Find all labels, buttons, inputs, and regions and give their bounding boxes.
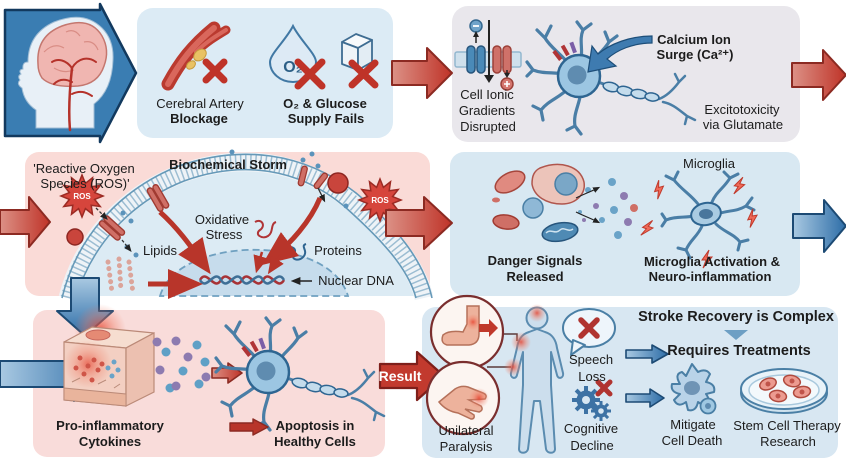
oxidative-label: Oxidative (194, 212, 250, 227)
mitigate-cell-icon (670, 363, 717, 415)
cytokines-label: Cytokines (78, 434, 142, 449)
decline-label: Decline (570, 438, 614, 453)
released-label: Released (506, 269, 564, 284)
loss-label: Loss (578, 369, 606, 384)
x-mark-icon (202, 58, 228, 84)
svg-text:ROS: ROS (73, 192, 91, 201)
red-arrow-right (385, 196, 453, 250)
cytokine-particles (152, 336, 211, 393)
speech-label: Speech (568, 352, 614, 367)
gradients-label: Gradients (458, 103, 516, 118)
body-figure-icon (504, 304, 565, 454)
petri-dish-icon (740, 368, 828, 414)
microglia-icon (639, 170, 760, 269)
paralysis-foot-inset (429, 294, 505, 370)
blue-arrow-right (625, 388, 665, 408)
red-arrow-right (0, 196, 51, 248)
calcium-surge-arrow (587, 35, 653, 73)
red-arrow-right (229, 418, 269, 436)
damaged-lipid-icon (254, 220, 277, 239)
cognitive-label: Cognitive (563, 421, 619, 436)
lipid-chains-icon (105, 256, 136, 296)
glucose-cube-icon (341, 33, 373, 71)
dna-helix-icon (198, 275, 286, 285)
ion-channels-icon (454, 19, 522, 91)
danger-signals-label: Danger Signals (487, 253, 583, 268)
released-particles (608, 178, 638, 239)
ros-title-label: Species (ROS)' (40, 176, 130, 191)
research-label: Research (760, 434, 816, 449)
nuclear-dna-label: Nuclear DNA (318, 273, 394, 288)
stroke-recovery-title: Stroke Recovery is Complex (638, 309, 834, 325)
calcium-surge-label: Surge (Ca²⁺) (656, 47, 734, 62)
speech-loss-icon (562, 308, 616, 356)
red-arrow-right (391, 47, 453, 99)
cell-membrane-illustration: ROS ROS (58, 149, 434, 301)
microglia-label: Microglia (682, 156, 736, 171)
artery-blockage-icon (161, 21, 231, 91)
lipids-label: Lipids (143, 243, 177, 258)
supply-fails-label: Supply Fails (287, 111, 365, 126)
stem-cell-therapy-label: Stem Cell Therapy (733, 418, 841, 433)
cell-death-label: Cell Death (661, 433, 723, 448)
danger-signals-icon (492, 163, 605, 243)
x-mark-icon (348, 59, 379, 89)
proinflammatory-label: Pro-inflammatory (56, 418, 164, 433)
proteins-label: Proteins (314, 243, 362, 258)
requires-treatments-label: Requires Treatments (667, 343, 811, 359)
microglia-activation-label: Microglia Activation & (643, 254, 781, 269)
biochemical-storm-label: Biochemical Storm (169, 157, 287, 172)
stress-label: Stress (205, 227, 243, 242)
o2-glucose-label: O₂ & Glucose (283, 96, 367, 111)
healthy-cells-label: Healthy Cells (274, 434, 356, 449)
x-mark-icon (294, 58, 326, 90)
unilateral-label: Unilateral (438, 423, 494, 438)
mitigate-label: Mitigate (670, 417, 716, 432)
chevron-down-icon (724, 330, 748, 340)
apoptosis-label: Apoptosis in (275, 418, 355, 433)
blockage-label: Blockage (170, 111, 228, 126)
red-arrow-right (791, 49, 846, 101)
calcium-ion-label: Calcium Ion (657, 32, 731, 47)
inflamed-tissue-icon (63, 304, 155, 407)
head-brain-arrow-icon (3, 2, 138, 144)
excitotoxicity-label: Excitotoxicity (704, 102, 780, 117)
ros-title-label: 'Reactive Oxygen (33, 161, 135, 176)
cell-ionic-label: Cell Ionic (460, 87, 514, 102)
cognitive-decline-icon (572, 379, 613, 421)
panel-excitotoxicity (452, 6, 800, 142)
svg-text:Result: Result (379, 368, 422, 384)
paralysis-hand-inset (425, 360, 501, 436)
blue-arrow-right (792, 199, 846, 253)
via-glutamate-label: via Glutamate (702, 117, 784, 132)
neuroinflammation-label: Neuro-inflammation (648, 269, 772, 284)
cerebral-artery-label: Cerebral Artery (156, 96, 244, 111)
disrupted-label: Disrupted (460, 119, 516, 134)
blue-arrow-right (625, 344, 669, 364)
paralysis-label: Paralysis (439, 439, 493, 454)
svg-text:ROS: ROS (371, 196, 389, 205)
